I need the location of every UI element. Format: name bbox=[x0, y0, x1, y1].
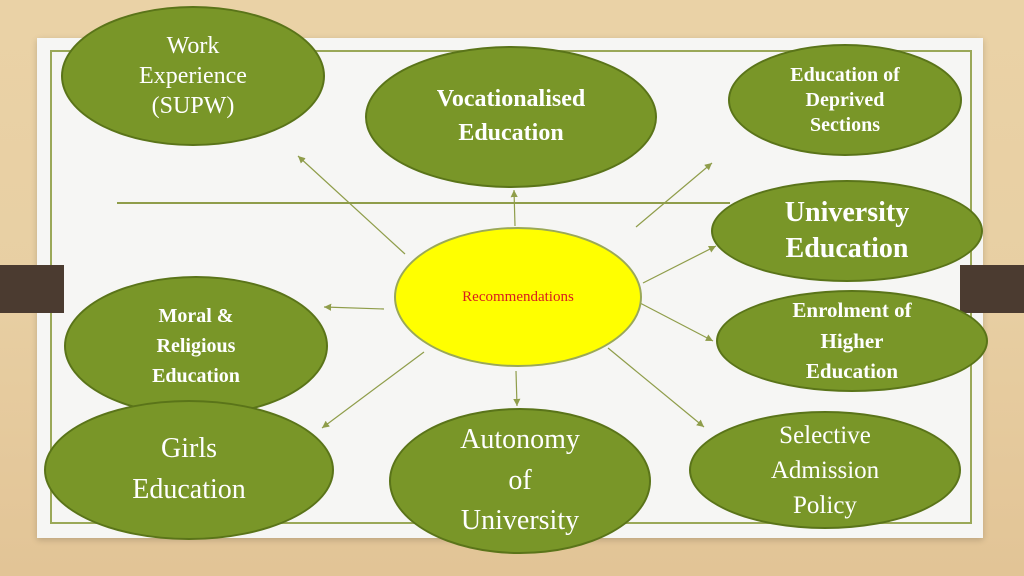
node-line: Autonomy bbox=[460, 424, 580, 456]
node-line: Work bbox=[166, 33, 220, 59]
node-line: of bbox=[508, 464, 532, 496]
arrow-autonomy bbox=[513, 370, 521, 407]
node-line: Education bbox=[805, 359, 899, 384]
node-line: Girls bbox=[161, 433, 217, 465]
node-deprived: Education of Deprived Sections bbox=[728, 44, 962, 156]
node-line: Higher bbox=[820, 328, 884, 353]
center-recommendations: Recommendations bbox=[394, 227, 642, 367]
node-line: Admission bbox=[770, 456, 880, 484]
node-line: Education bbox=[132, 474, 246, 505]
arrow-vocationalised bbox=[510, 189, 518, 227]
arrow-deprived bbox=[635, 162, 713, 228]
node-line: University bbox=[460, 505, 580, 537]
arrow-girls bbox=[321, 351, 425, 429]
node-line: University bbox=[784, 196, 910, 228]
node-work-experience: Work Experience (SUPW) bbox=[61, 6, 325, 146]
node-line: Policy bbox=[793, 491, 857, 519]
node-line: Religious bbox=[156, 335, 236, 357]
node-line: Experience bbox=[139, 63, 247, 89]
center-label: Recommendations bbox=[462, 288, 574, 305]
arrow-university bbox=[642, 245, 717, 284]
node-vocationalised: Vocationalised Education bbox=[365, 46, 657, 188]
right-tab bbox=[960, 265, 1024, 313]
node-line: Sections bbox=[810, 113, 880, 136]
node-line: Education bbox=[785, 233, 909, 264]
node-line: Deprived bbox=[805, 88, 885, 111]
node-line: Education of bbox=[790, 63, 900, 86]
node-university: University Education bbox=[711, 180, 983, 282]
arrow-enrolment bbox=[639, 302, 714, 342]
node-autonomy: Autonomy of University bbox=[389, 408, 651, 554]
node-line: Education bbox=[152, 365, 240, 387]
left-tab bbox=[0, 265, 64, 313]
node-line: (SUPW) bbox=[151, 93, 235, 119]
node-line: Enrolment of bbox=[792, 298, 912, 323]
arrow-selective bbox=[607, 347, 705, 428]
arrow-work-experience bbox=[297, 155, 406, 255]
node-line: Moral & bbox=[158, 305, 234, 327]
arrow-moral bbox=[323, 303, 385, 311]
divider-line bbox=[117, 202, 730, 204]
node-line: Vocationalised bbox=[436, 86, 586, 113]
node-girls-education: Girls Education bbox=[44, 400, 334, 540]
node-moral-religious: Moral & Religious Education bbox=[64, 276, 328, 416]
node-line: Selective bbox=[779, 421, 871, 449]
node-line: Education bbox=[458, 120, 564, 146]
node-enrolment: Enrolment of Higher Education bbox=[716, 290, 988, 392]
node-selective-admission: Selective Admission Policy bbox=[689, 411, 961, 529]
